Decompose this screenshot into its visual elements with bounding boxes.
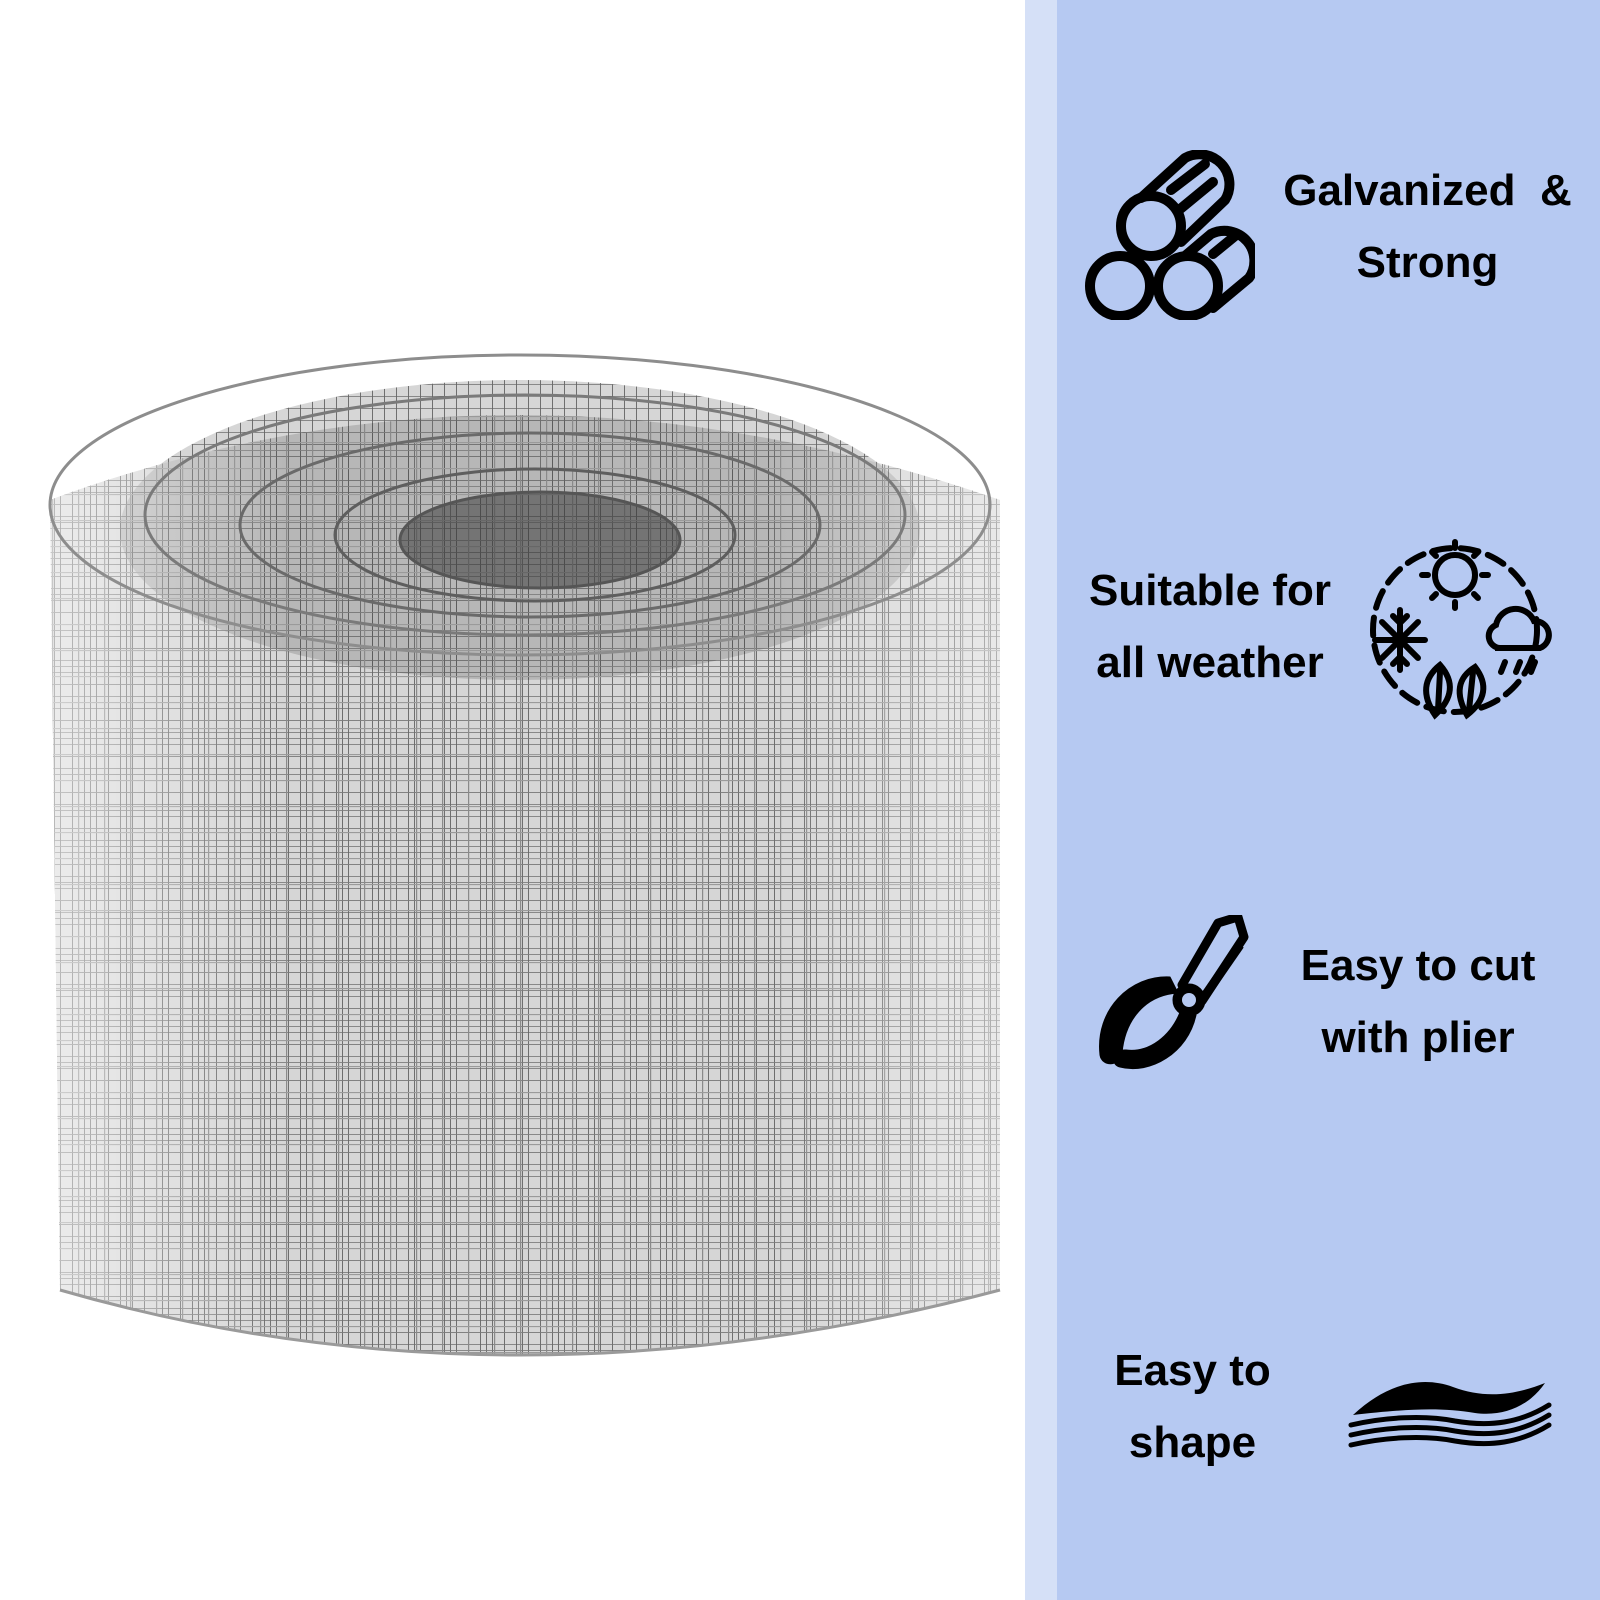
panel-edge [1025, 0, 1057, 1600]
feature-shape-text: Easy to shape [1075, 1335, 1310, 1479]
product-photo [48, 353, 1001, 1357]
feature-weather-text: Suitable for all weather [1065, 555, 1355, 699]
pliers-icon [1090, 912, 1250, 1085]
feature-shape-line-1: Easy to [1114, 1346, 1271, 1395]
feature-plier-text: Easy to cut with plier [1258, 930, 1578, 1074]
wire-mesh-roll-image [48, 353, 1001, 1357]
metal-bars-icon [1085, 149, 1260, 325]
feature-weather-line-1: Suitable for [1088, 566, 1332, 615]
feature-plier-line-2: with plier [1321, 1013, 1515, 1062]
weather-icon [1355, 530, 1555, 735]
feature-galvanized-line-2: Strong [1356, 238, 1499, 287]
feature-weather-line-2: all weather [1096, 638, 1324, 687]
feature-galvanized-line-1: Galvanized & [1283, 166, 1572, 215]
feature-galvanized-text: Galvanized & Strong [1255, 155, 1600, 299]
layered-sheets-icon [1345, 1365, 1555, 1460]
feature-plier-line-1: Easy to cut [1300, 941, 1536, 990]
feature-shape-line-2: shape [1128, 1418, 1257, 1467]
